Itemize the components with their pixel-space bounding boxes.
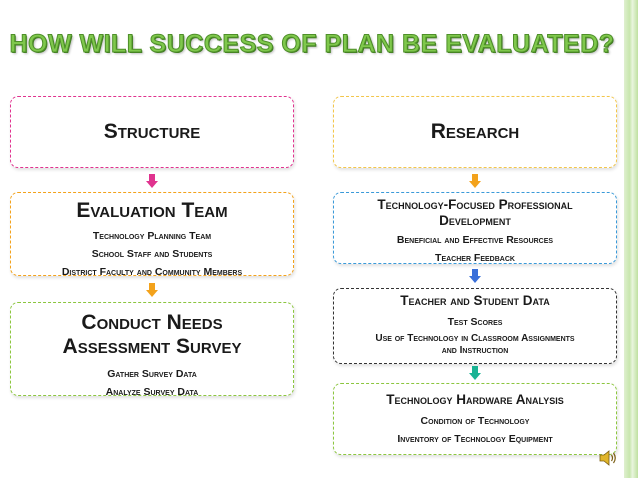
arrow-down-icon	[469, 269, 481, 283]
structure-heading: Structure	[103, 120, 201, 143]
list-item: Test Scores	[447, 316, 503, 328]
list-item: Use of Technology in Classroom Assignmen…	[375, 333, 575, 344]
speaker-icon[interactable]	[598, 448, 620, 468]
list-item: Technology Planning Team	[92, 230, 212, 242]
slide-title: HOW WILL SUCCESS OF PLAN BE EVALUATED?	[9, 30, 615, 59]
list-item: Analyze Survey Data	[105, 386, 199, 398]
research-heading: Research	[430, 120, 520, 143]
needs-survey-box: Conduct Needs Assessment Survey Gather S…	[10, 302, 294, 398]
right-decorative-stripe	[624, 0, 638, 478]
list-item: District Faculty and Community Members	[61, 266, 243, 278]
professional-development-box: Technology-Focused Professional Developm…	[333, 192, 617, 264]
needs-survey-heading-line2: Assessment Survey	[62, 335, 242, 358]
hardware-analysis-heading: Technology Hardware Analysis	[386, 392, 564, 407]
arrow-down-icon	[469, 174, 481, 188]
list-item: Condition of Technology	[420, 415, 530, 427]
arrow-down-icon	[469, 366, 481, 380]
list-item: and Instruction	[441, 345, 509, 356]
list-item: School Staff and Students	[91, 248, 213, 260]
arrow-down-icon	[146, 283, 158, 297]
research-box: Research	[333, 96, 617, 168]
hardware-analysis-box: Technology Hardware Analysis Condition o…	[333, 383, 617, 455]
list-item: Beneficial and Effective Resources	[396, 234, 554, 246]
professional-development-heading-line1: Technology-Focused Professional	[377, 197, 573, 212]
needs-survey-heading-line1: Conduct Needs	[81, 311, 223, 334]
list-item: Inventory of Technology Equipment	[397, 433, 553, 445]
teacher-student-data-heading: Teacher and Student Data	[400, 293, 550, 308]
professional-development-heading-line2: Development	[439, 213, 511, 228]
evaluation-team-box: Evaluation Team Technology Planning Team…	[10, 192, 294, 278]
structure-box: Structure	[10, 96, 294, 168]
list-item: Teacher Feedback	[435, 252, 515, 264]
list-item: Gather Survey Data	[107, 368, 197, 380]
arrow-down-icon	[146, 174, 158, 188]
evaluation-team-heading: Evaluation Team	[76, 199, 228, 222]
teacher-student-data-box: Teacher and Student Data Test Scores Use…	[333, 288, 617, 364]
